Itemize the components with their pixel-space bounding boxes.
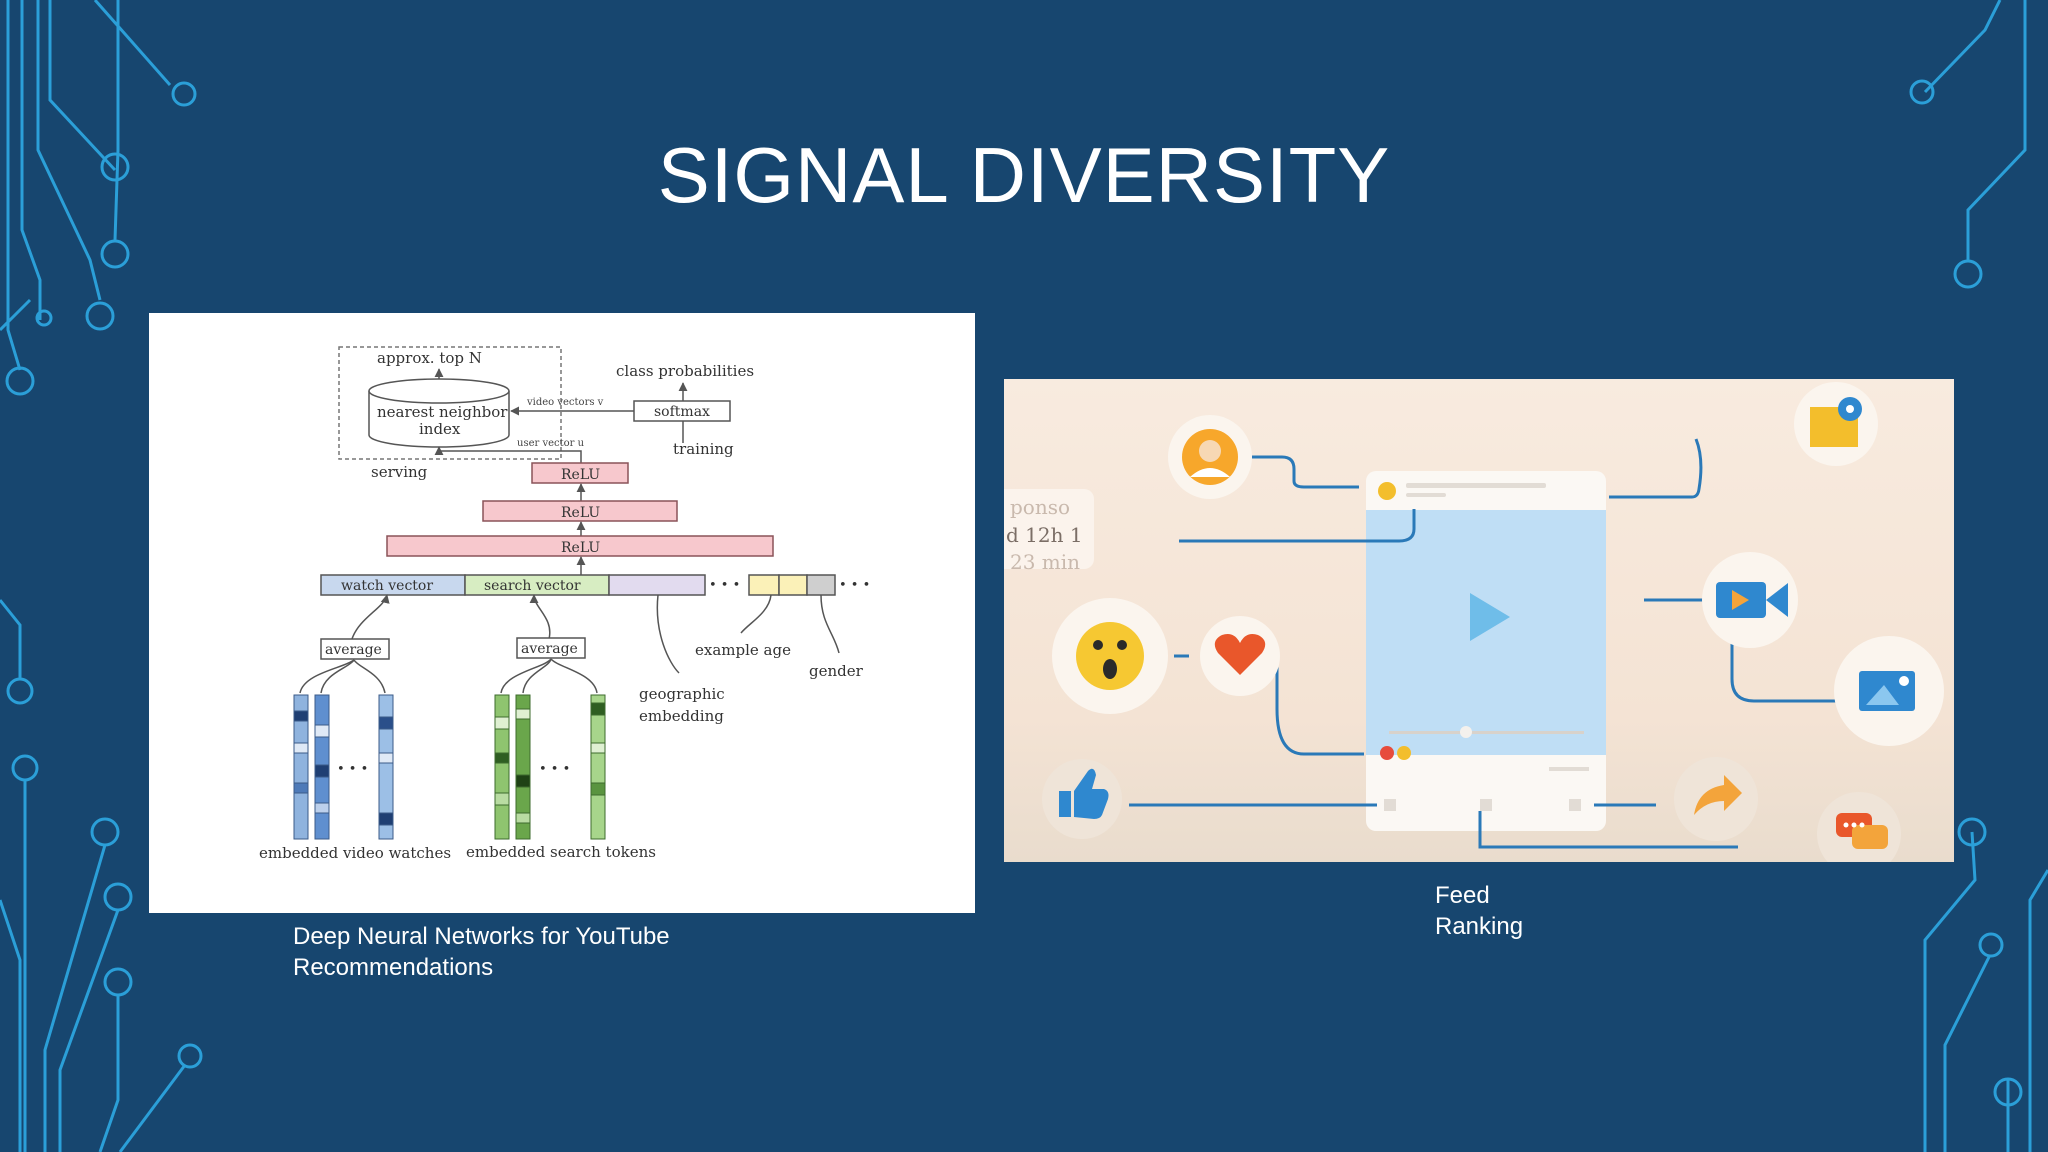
ellipsis-2: • • • xyxy=(839,578,870,593)
serving-box xyxy=(338,346,562,460)
training-label: training xyxy=(673,440,734,458)
serving-label: serving xyxy=(371,463,428,481)
feed-post-card xyxy=(1366,471,1606,831)
gender-label: gender xyxy=(809,662,864,680)
sponsored-card-fragment: ponso d 12h 1 23 min xyxy=(1004,489,1094,574)
svg-text:d 12h 1: d 12h 1 xyxy=(1006,523,1083,547)
relu-layer-top xyxy=(531,462,629,484)
class-probabilities-label: class probabilities xyxy=(616,362,754,380)
embedded-video-watches-label: embedded video watches xyxy=(259,844,451,862)
play-icon xyxy=(1470,593,1510,641)
svg-text:average: average xyxy=(325,642,382,658)
svg-text:ReLU: ReLU xyxy=(561,540,600,556)
chat-bubbles-icon xyxy=(1817,792,1901,862)
svg-text:average: average xyxy=(521,641,578,657)
svg-text:search vector: search vector xyxy=(484,578,581,594)
svg-text:ReLU: ReLU xyxy=(561,505,600,521)
ellipsis-1: • • • xyxy=(709,578,740,593)
map-pin-icon xyxy=(1794,382,1878,466)
svg-text:ponso: ponso xyxy=(1010,495,1070,519)
embedding-label: embedding xyxy=(639,707,724,725)
caption-line-feed: Feed xyxy=(1435,882,1490,909)
caption-line-ranking: Ranking xyxy=(1435,913,1524,940)
svg-text:nearest neighbor: nearest neighbor xyxy=(377,403,508,421)
right-figure-caption: Feed Ranking xyxy=(1435,880,1555,942)
embedded-search-tokens-label: embedded search tokens xyxy=(466,843,656,861)
svg-text:ReLU: ReLU xyxy=(561,467,600,483)
svg-text:index: index xyxy=(419,420,461,438)
surprised-emoji-icon xyxy=(1052,598,1168,714)
dnn-architecture-svg: approx. top N nearest neighbor index ser… xyxy=(259,346,870,862)
feed-ranking-svg: ponso d 12h 1 23 min xyxy=(1004,379,1954,862)
video-watch-embeddings xyxy=(293,694,394,840)
ellipsis-3: • • • xyxy=(337,762,368,777)
youtube-dnn-diagram: approx. top N nearest neighbor index ser… xyxy=(149,313,975,913)
left-figure-caption: Deep Neural Networks for YouTube Recomme… xyxy=(293,923,670,981)
svg-text:23 min: 23 min xyxy=(1010,550,1080,574)
svg-text:watch vector: watch vector xyxy=(341,578,433,594)
gender-segment xyxy=(806,574,836,596)
video-camera-icon xyxy=(1702,552,1798,648)
feed-ranking-illustration: ponso d 12h 1 23 min xyxy=(1004,379,1954,862)
search-token-embeddings xyxy=(494,694,606,840)
geographic-segment xyxy=(608,574,706,596)
average-watch-box xyxy=(320,638,390,660)
example-age-segment xyxy=(748,574,780,596)
user-vector-label: user vector u xyxy=(517,438,585,449)
example-age-label: example age xyxy=(695,641,791,659)
geographic-label: geographic xyxy=(639,685,725,703)
svg-text:softmax: softmax xyxy=(654,404,710,420)
approx-top-n-label: approx. top N xyxy=(377,349,482,367)
average-search-box xyxy=(516,637,586,659)
relu-layer-middle xyxy=(482,500,678,522)
person-icon xyxy=(1168,415,1252,499)
relu-layer-bottom xyxy=(386,535,774,557)
thumbs-up-icon xyxy=(1042,759,1122,839)
ellipsis-4: • • • xyxy=(539,762,570,777)
video-vectors-label: video vectors v xyxy=(526,397,604,408)
heart-icon xyxy=(1200,616,1280,696)
slide-title: SIGNAL DIVERSITY xyxy=(657,131,1391,219)
image-icon xyxy=(1834,636,1944,746)
nearest-neighbor-index: nearest neighbor index xyxy=(368,378,510,448)
share-arrow-icon xyxy=(1674,757,1758,841)
